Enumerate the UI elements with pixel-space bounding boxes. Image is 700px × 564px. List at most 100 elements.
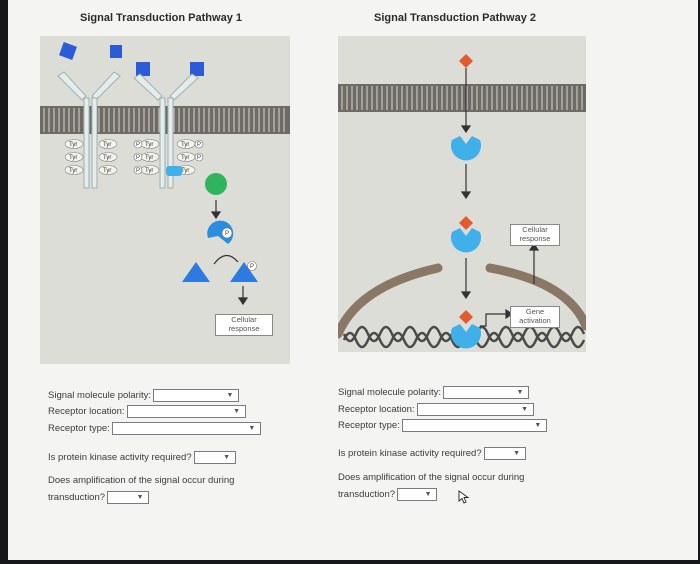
type-row: Receptor type: ▼ [48, 422, 261, 435]
location-dropdown[interactable]: ▼ [416, 403, 534, 416]
tyr-label: Tyr [145, 168, 153, 174]
phosphate-label: P [250, 264, 254, 270]
chevron-down-icon: ▼ [136, 494, 144, 501]
kinase-row: Is protein kinase activity required? ▼ [48, 451, 236, 464]
type-label: Receptor type: [338, 420, 400, 431]
pathway1-cellular-response-label: Cellular response [215, 314, 273, 336]
kinase-label: Is protein kinase activity required? [338, 448, 482, 459]
tyr-label: Tyr [69, 142, 77, 148]
inactive-target-protein [182, 262, 210, 282]
location-label: Receptor location: [48, 406, 125, 417]
pathway1-title: Signal Transduction Pathway 1 [80, 12, 242, 24]
signal-molecule [59, 42, 77, 60]
tyr-label: Tyr [145, 142, 153, 148]
location-dropdown[interactable]: ▼ [126, 405, 246, 418]
type-label: Receptor type: [48, 423, 110, 434]
amplification-label: Does amplification of the signal occur d… [48, 475, 235, 486]
chevron-down-icon: ▼ [513, 450, 521, 457]
polarity-row: Signal molecule polarity: ▼ [48, 389, 239, 402]
signal-arrows [210, 200, 249, 306]
membrane-lipids [341, 86, 583, 110]
phosphate-label: P [136, 155, 140, 161]
pathway1-diagram: Tyr Tyr Tyr Tyr Tyr Tyr Tyr Tyr Tyr Tyr … [40, 36, 290, 364]
chevron-down-icon: ▼ [248, 425, 256, 432]
polarity-row: Signal molecule polarity: ▼ [338, 386, 529, 399]
type-dropdown[interactable]: ▼ [401, 419, 547, 432]
tyr-label: Tyr [69, 168, 77, 174]
phosphate-circle [247, 261, 257, 271]
phosphate-circle [221, 227, 233, 239]
chevron-down-icon: ▼ [226, 392, 234, 399]
phosphate-label: P [136, 168, 140, 174]
nuclear-envelope [485, 263, 586, 331]
amplification-label-end: transduction? [338, 489, 396, 500]
polarity-dropdown[interactable]: ▼ [152, 389, 239, 402]
inactive-receptor [57, 71, 121, 189]
bound-signal-molecule [459, 216, 473, 230]
chevron-down-icon: ▼ [534, 422, 542, 429]
phosphate-groups: P P P P P [133, 139, 204, 175]
worksheet: Signal Transduction Pathway 1 Signal Tra… [8, 0, 698, 560]
pathway1-diagram-art: Tyr Tyr Tyr Tyr Tyr Tyr Tyr Tyr Tyr Tyr … [40, 42, 290, 306]
tyr-label: Tyr [103, 142, 111, 148]
activation-arrow [213, 254, 239, 265]
type-dropdown[interactable]: ▼ [111, 422, 261, 435]
kinase-row: Is protein kinase activity required? ▼ [338, 447, 526, 460]
amplification-row-line1: Does amplification of the signal occur d… [338, 472, 524, 483]
amplification-dropdown[interactable]: ▼ [397, 488, 438, 501]
amplification-label-end: transduction? [48, 492, 106, 503]
activated-target-protein [230, 262, 258, 282]
polarity-label: Signal molecule polarity: [48, 390, 151, 401]
location-label: Receptor location: [338, 404, 415, 415]
phosphate-label: P [197, 142, 201, 148]
tyr-label: Tyr [103, 168, 111, 174]
pathway2-diagram: Cellular response Gene activation [338, 36, 586, 352]
pathway2-diagram-art [338, 54, 586, 349]
tyrosine-residues: Tyr Tyr Tyr Tyr Tyr Tyr Tyr Tyr Tyr Tyr … [64, 139, 196, 175]
location-row: Receptor location: ▼ [48, 405, 246, 418]
intracellular-receptor [451, 136, 481, 161]
phosphate-label: P [136, 142, 140, 148]
receptor-ligand-complex [451, 228, 481, 253]
adapter-protein [166, 166, 182, 176]
phosphate-label: P [197, 155, 201, 161]
signal-molecule [459, 54, 473, 68]
amplification-row-line1: Does amplification of the signal occur d… [48, 475, 234, 486]
chevron-down-icon: ▼ [233, 408, 241, 415]
bound-signal-molecule [459, 310, 473, 324]
amplification-row-line2: transduction? ▼ [338, 488, 438, 501]
mouse-cursor-icon [458, 490, 470, 504]
amplification-dropdown[interactable]: ▼ [107, 491, 150, 504]
polarity-label: Signal molecule polarity: [338, 387, 441, 398]
kinase-dropdown[interactable]: ▼ [483, 447, 526, 460]
pathway2-cellular-response-label: Cellular response [510, 224, 560, 246]
amplification-label: Does amplification of the signal occur d… [338, 472, 525, 483]
phosphate-label: P [225, 231, 229, 237]
signal-molecule [190, 62, 204, 76]
pathway2-title: Signal Transduction Pathway 2 [374, 12, 536, 24]
tyr-label: Tyr [145, 155, 153, 161]
amplification-row-line2: transduction? ▼ [48, 491, 150, 504]
location-row: Receptor location: ▼ [338, 403, 534, 416]
signal-molecule [110, 45, 122, 58]
tyr-label: Tyr [69, 155, 77, 161]
chevron-down-icon: ▼ [521, 406, 529, 413]
tyr-label: Tyr [181, 142, 189, 148]
tyr-label: Tyr [181, 155, 189, 161]
nuclear-envelope [338, 263, 443, 339]
kinase-dropdown[interactable]: ▼ [193, 451, 236, 464]
signal-arrows [460, 68, 540, 327]
tyr-label: Tyr [103, 155, 111, 161]
type-row: Receptor type: ▼ [338, 419, 547, 432]
kinase-label: Is protein kinase activity required? [48, 452, 192, 463]
chevron-down-icon: ▼ [424, 491, 432, 498]
gene-activation-label: Gene activation [510, 306, 560, 328]
chevron-down-icon: ▼ [223, 454, 231, 461]
tyr-label: Tyr [181, 168, 189, 174]
complex-on-dna [451, 324, 481, 349]
signal-molecule [136, 62, 150, 76]
chevron-down-icon: ▼ [516, 389, 524, 396]
active-receptor [133, 73, 199, 189]
polarity-dropdown[interactable]: ▼ [442, 386, 529, 399]
relay-protein [205, 173, 227, 195]
